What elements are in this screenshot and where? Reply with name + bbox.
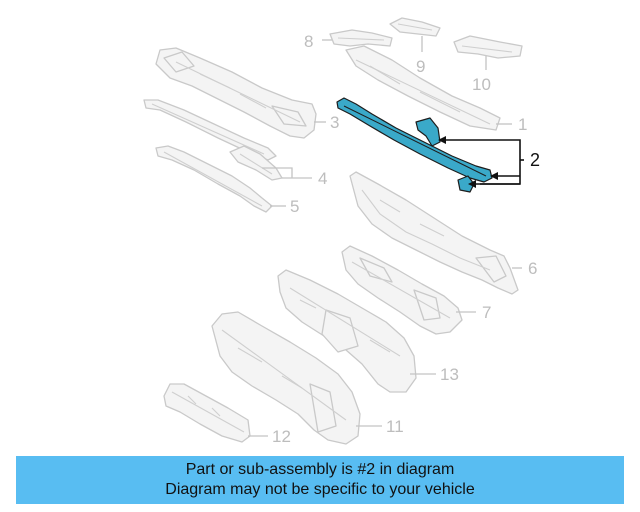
part-12-duct — [163, 383, 251, 443]
part-3-lower-rail — [143, 99, 277, 161]
callout-13: 13 — [440, 365, 459, 384]
callout-6: 6 — [528, 259, 537, 278]
part-2-main-bar — [336, 97, 493, 183]
leader-lines-2 — [438, 136, 524, 188]
part-10-bracket — [453, 35, 523, 59]
part-8-bracket — [329, 29, 393, 47]
banner-line-1: Part or sub-assembly is #2 in diagram — [185, 461, 455, 478]
callout-10: 10 — [472, 75, 491, 94]
banner-line-2: Diagram may not be specific to your vehi… — [165, 481, 475, 498]
callout-3: 3 — [330, 113, 339, 132]
callout-5: 5 — [290, 197, 299, 216]
part-13-insulator — [277, 269, 417, 393]
part-2-cowl-reinforcement — [336, 97, 493, 193]
callout-1: 1 — [518, 115, 527, 134]
part-9-bracket — [389, 17, 441, 37]
callout-11: 11 — [386, 417, 404, 436]
leader-line-4 — [262, 167, 312, 179]
callout-8: 8 — [304, 32, 313, 51]
part-3-cowl — [155, 47, 317, 139]
part-5-side-member — [155, 145, 273, 213]
callout-9: 9 — [416, 57, 425, 76]
part-2-upper-bracket — [415, 117, 441, 147]
part-7-inner-panel — [341, 245, 463, 335]
callout-2: 2 — [530, 150, 540, 170]
part-11-insulator — [211, 311, 361, 445]
part-1-cowl-panel — [345, 45, 501, 131]
info-banner: Part or sub-assembly is #2 in diagram Di… — [16, 456, 624, 504]
callout-12: 12 — [272, 427, 291, 446]
callout-7: 7 — [482, 303, 491, 322]
part-2-lower-bracket — [457, 175, 475, 193]
part-6-dash-panel — [349, 171, 519, 295]
callout-4: 4 — [318, 169, 327, 188]
